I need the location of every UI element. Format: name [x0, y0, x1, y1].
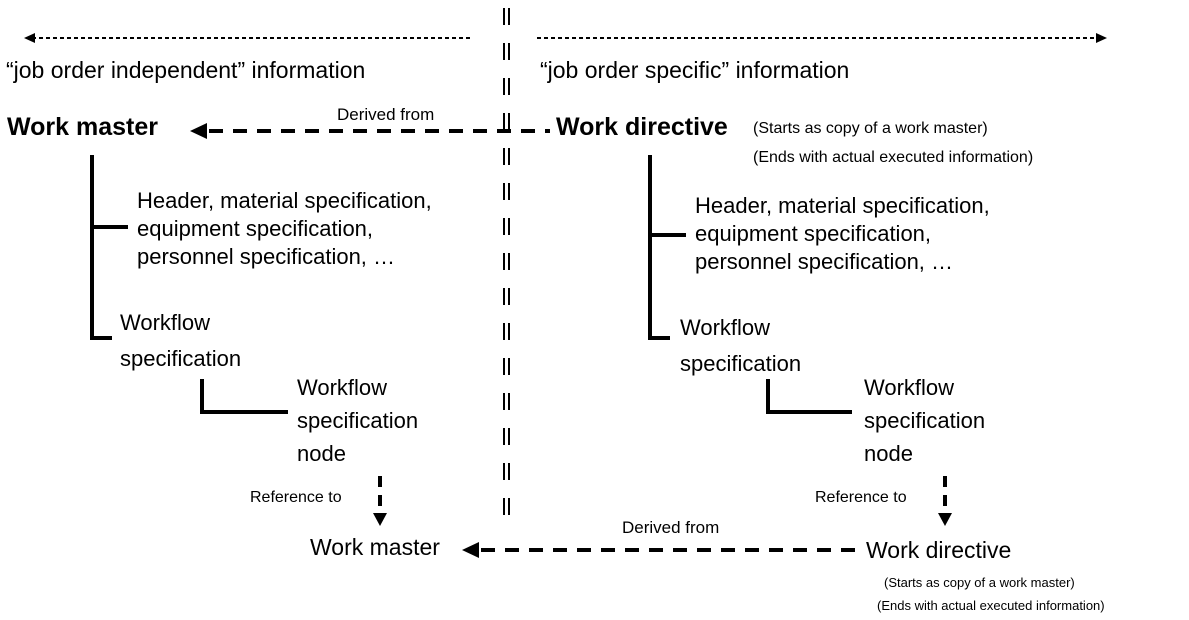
reference-to-dashed-line-right	[943, 476, 947, 513]
attr-line: Header, material specification,	[695, 193, 990, 218]
right-extent-dashed-line	[537, 37, 1095, 39]
work-directive-note-starts: (Starts as copy of a work master)	[753, 120, 988, 137]
work-directive-workflow-branch	[648, 336, 670, 340]
work-directive-attr-branch	[648, 233, 686, 237]
divider-left-rail	[503, 8, 505, 525]
work-master-attr-branch	[90, 225, 128, 229]
attr-line: equipment specification,	[137, 216, 374, 241]
derived-from-dashed-line-top	[209, 129, 550, 133]
work-master-workflow-node: Workflow specification node	[297, 371, 418, 470]
attr-line: Header, material specification,	[137, 188, 432, 213]
work-master-referenced: Work master	[310, 534, 440, 560]
work-master-attributes: Header, material specification, equipmen…	[137, 187, 432, 271]
derived-from-label-bottom: Derived from	[622, 518, 720, 537]
workflow-spec-line: specification	[120, 346, 242, 371]
workflow-spec-line: specification	[680, 351, 802, 376]
workflow-node-line: node	[864, 441, 913, 466]
work-directive-workflow-spec: Workflow specification	[680, 310, 801, 382]
right-section-label: “job order specific” information	[540, 57, 850, 83]
derived-from-arrowhead-top-icon	[190, 123, 207, 139]
derived-from-arrowhead-bottom-icon	[462, 542, 479, 558]
reference-to-label-right: Reference to	[815, 489, 907, 506]
work-master-tree-trunk	[90, 155, 94, 340]
derived-from-label-top: Derived from	[337, 105, 435, 124]
attr-line: personnel specification, …	[137, 244, 396, 269]
reference-to-label-left: Reference to	[250, 489, 342, 506]
work-directive-tree-trunk	[648, 155, 652, 340]
workflow-spec-line: Workflow	[680, 315, 771, 340]
work-directive-referenced-note-starts: (Starts as copy of a work master)	[884, 575, 1075, 590]
attr-line: equipment specification,	[695, 221, 932, 246]
work-master-title: Work master	[7, 113, 158, 141]
work-master-workflow-spec: Workflow specification	[120, 305, 241, 377]
work-directive-node-connector-v	[766, 379, 770, 414]
work-directive-node-connector-h	[766, 410, 852, 414]
reference-to-arrowhead-right-icon	[938, 513, 952, 526]
left-section-label: “job order independent” information	[6, 57, 366, 83]
left-extent-arrowhead-icon	[24, 33, 35, 43]
center-divider-line	[503, 8, 510, 525]
derived-from-dashed-line-bottom	[481, 548, 855, 552]
workflow-node-line: node	[297, 441, 346, 466]
work-directive-attributes: Header, material specification, equipmen…	[695, 192, 990, 276]
reference-to-dashed-line-left	[378, 476, 382, 513]
work-master-workflow-branch	[90, 336, 112, 340]
workflow-node-line: specification	[864, 408, 986, 433]
work-directive-note-ends: (Ends with actual executed information)	[753, 149, 1034, 166]
right-extent-arrowhead-icon	[1096, 33, 1107, 43]
workflow-node-line: Workflow	[864, 375, 955, 400]
work-directive-referenced-note-ends: (Ends with actual executed information)	[877, 598, 1105, 613]
work-master-node-connector-h	[200, 410, 288, 414]
divider-right-rail	[508, 8, 510, 525]
attr-line: personnel specification, …	[695, 249, 954, 274]
workflow-node-line: Workflow	[297, 375, 388, 400]
reference-to-arrowhead-left-icon	[373, 513, 387, 526]
work-directive-title: Work directive	[556, 113, 728, 141]
left-extent-dashed-line	[32, 37, 473, 39]
work-directive-workflow-node: Workflow specification node	[864, 371, 985, 470]
work-directive-referenced: Work directive	[866, 537, 1012, 563]
work-master-node-connector-v	[200, 379, 204, 414]
workflow-spec-line: Workflow	[120, 310, 211, 335]
workflow-node-line: specification	[297, 408, 419, 433]
